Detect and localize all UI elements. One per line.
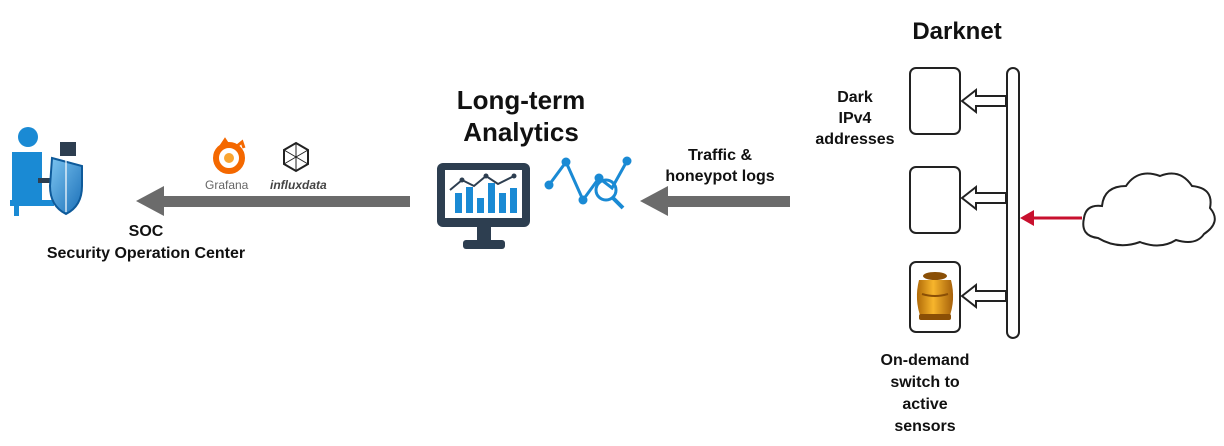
- dark-ipv4-label-line2: IPv4: [838, 110, 872, 127]
- darknet-title: Darknet: [912, 18, 1002, 45]
- ondemand-label-line1: On-demand: [880, 352, 970, 369]
- soc-operator-icon: [10, 127, 83, 216]
- ondemand-label-line3: active: [902, 396, 948, 413]
- dark-host-box-2: [909, 166, 961, 234]
- dark-ipv4-label-line1: Dark: [837, 89, 873, 106]
- ondemand-label-line4: sensors: [894, 418, 956, 435]
- network-search-icon: [544, 156, 632, 210]
- darknet-bus: [1006, 67, 1020, 339]
- influxdata-logo-icon: [283, 141, 309, 173]
- arrow-to-soc: [136, 186, 410, 216]
- dark-host-box-1: [909, 67, 961, 135]
- grafana-label: Grafana: [205, 178, 249, 192]
- internet-cloud-icon: [1082, 172, 1216, 247]
- influxdata-label: influxdata: [270, 178, 327, 192]
- grafana-logo-icon: [213, 137, 246, 174]
- traffic-label-line1: Traffic &: [687, 147, 752, 164]
- bus-arrow-3: [960, 282, 1007, 310]
- traffic-label-line2: honeypot logs: [665, 168, 775, 185]
- bus-arrow-1: [960, 87, 1007, 115]
- analytics-monitor-icon: [437, 163, 530, 249]
- honeypot-icon: [916, 272, 954, 320]
- analytics-title-line2: Analytics: [463, 117, 579, 147]
- soc-label: SOC: [128, 223, 164, 240]
- dark-ipv4-label-line3: addresses: [815, 131, 895, 148]
- arrow-to-analytics: [640, 186, 790, 216]
- internet-red-arrow: [1020, 210, 1082, 226]
- bus-arrow-2: [960, 184, 1007, 212]
- ondemand-label-line2: switch to: [890, 374, 960, 391]
- analytics-title-line1: Long-term: [456, 85, 586, 115]
- soc-full-name-label: Security Operation Center: [46, 245, 246, 262]
